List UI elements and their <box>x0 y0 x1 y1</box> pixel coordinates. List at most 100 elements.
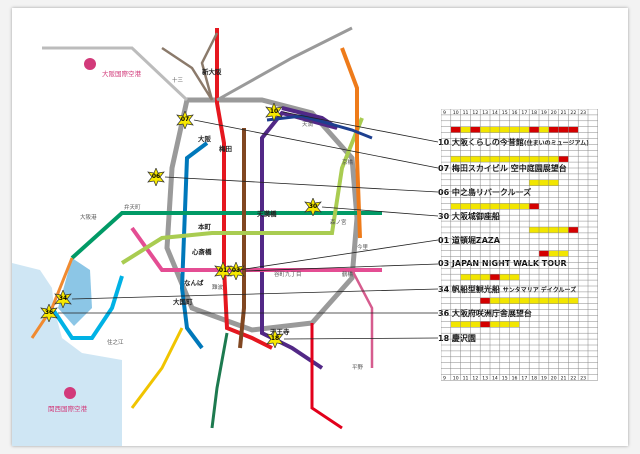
time-slot <box>558 156 569 163</box>
spot-label[interactable]: 10 大阪くらしの今昔館(住まいのミュージアム) <box>438 138 589 147</box>
hour-header: 11 <box>463 375 469 381</box>
time-slot <box>548 250 559 257</box>
time-slot <box>480 126 490 133</box>
spot-marker-10[interactable]: 10 <box>265 103 283 121</box>
spot-marker-30[interactable]: 30 <box>304 198 322 216</box>
place-label: 森ノ宮 <box>330 220 347 226</box>
spot-number: 34 <box>58 295 68 302</box>
star-icon <box>147 168 165 186</box>
hour-header: 19 <box>541 375 547 381</box>
time-slot <box>539 297 549 304</box>
time-slot <box>519 156 530 163</box>
hankyu-line <box>161 32 219 101</box>
star-icon <box>266 330 284 348</box>
hour-header: 16 <box>512 375 518 381</box>
hour-header: 23 <box>580 375 586 381</box>
time-slot <box>450 126 461 133</box>
time-slot <box>548 227 559 233</box>
time-slot <box>529 179 539 186</box>
time-slot <box>558 227 569 233</box>
spot-label[interactable]: 07 梅田スカイビル 空中庭園展望台 <box>438 164 567 173</box>
time-slot <box>568 297 579 304</box>
time-slot <box>509 274 520 281</box>
time-slot <box>529 203 539 210</box>
time-slot <box>499 297 510 304</box>
spot-marker-01[interactable]: 01 <box>214 262 232 280</box>
time-slot <box>509 321 520 328</box>
time-slot <box>519 297 530 304</box>
hour-header: 14 <box>492 110 498 116</box>
hour-header: 21 <box>561 375 567 381</box>
time-slot <box>490 203 500 210</box>
spot-marker-34[interactable]: 34 <box>54 290 72 308</box>
place-label: 天満 <box>302 122 314 128</box>
place-label: 住之江 <box>107 340 124 346</box>
spot-number: 10 <box>269 108 279 115</box>
star-icon <box>214 262 232 280</box>
time-slot <box>460 321 471 328</box>
time-slot <box>548 179 559 186</box>
station-label: 天王寺 <box>270 328 290 336</box>
time-slot <box>499 203 510 210</box>
spot-label[interactable]: 34 帆船型観光船 サンタマリア デイクルーズ <box>438 285 577 294</box>
time-slot <box>529 126 539 133</box>
spot-marker-36[interactable]: 36 <box>40 304 58 322</box>
spot-label[interactable]: 36 大阪府咲洲庁舎展望台 <box>438 309 532 318</box>
spot-marker-07[interactable]: 07 <box>176 111 194 129</box>
spot-number: 36 <box>44 309 54 316</box>
station-label: 天満橋 <box>257 210 277 218</box>
station-label: なんば <box>184 279 204 287</box>
star-icon <box>227 262 245 280</box>
star-icon <box>265 103 283 121</box>
jr-loop-line <box>164 97 360 333</box>
spot-label[interactable]: 01 道頓堀ZAZA <box>438 236 500 245</box>
time-slot <box>499 321 510 328</box>
jr-hanwa-line <box>310 323 343 430</box>
keihan-line <box>266 114 373 140</box>
hour-header: 15 <box>502 110 508 116</box>
map-sheet: 大阪国際空港 関西国際空港 大阪 梅田 天満橋 本町 心斎橋 なんば 天王寺 大… <box>12 8 628 446</box>
time-slot <box>460 126 471 133</box>
time-slot <box>470 274 481 281</box>
jr-west-line <box>42 46 189 102</box>
spot-marker-06[interactable]: 06 <box>147 168 165 186</box>
time-slot <box>539 156 549 163</box>
spot-number: 30 <box>308 203 318 210</box>
spot-marker-18[interactable]: 18 <box>266 330 284 348</box>
time-slot <box>499 274 510 281</box>
time-slot <box>548 297 559 304</box>
time-slot <box>470 321 481 328</box>
spot-label[interactable]: 03 JAPAN NIGHT WALK TOUR <box>438 259 567 268</box>
imazatosuji-line <box>340 47 362 239</box>
time-slot <box>529 156 539 163</box>
hour-header: 23 <box>580 110 586 116</box>
time-slot <box>568 126 579 133</box>
nagahori-line <box>120 117 364 265</box>
hour-header: 21 <box>561 110 567 116</box>
time-slot <box>490 156 500 163</box>
spot-label[interactable]: 06 中之島リバークルーズ <box>438 188 532 197</box>
hour-header: 12 <box>472 110 478 116</box>
time-slot <box>470 156 481 163</box>
hour-header: 13 <box>482 375 488 381</box>
route-map[interactable] <box>12 8 628 446</box>
chuo-line <box>70 211 382 260</box>
station-label: 新大阪 <box>202 68 222 76</box>
time-slot <box>450 321 461 328</box>
hour-header: 9 <box>443 375 446 381</box>
nankai-airport-line <box>130 327 184 409</box>
hour-header: 10 <box>453 110 459 116</box>
hour-header: 11 <box>463 110 469 116</box>
time-slot <box>490 321 500 328</box>
time-slot <box>519 126 530 133</box>
time-slot <box>509 297 520 304</box>
time-slot <box>499 126 510 133</box>
place-label: 鶴橋 <box>342 272 354 278</box>
spot-number: 01 <box>218 267 228 274</box>
time-slot <box>450 203 461 210</box>
star-icon <box>176 111 194 129</box>
spot-number: 18 <box>270 335 280 342</box>
sea-area <box>12 263 122 446</box>
spot-label[interactable]: 30 大阪城御座船 <box>438 212 500 221</box>
spot-label[interactable]: 18 慶沢園 <box>438 334 476 343</box>
